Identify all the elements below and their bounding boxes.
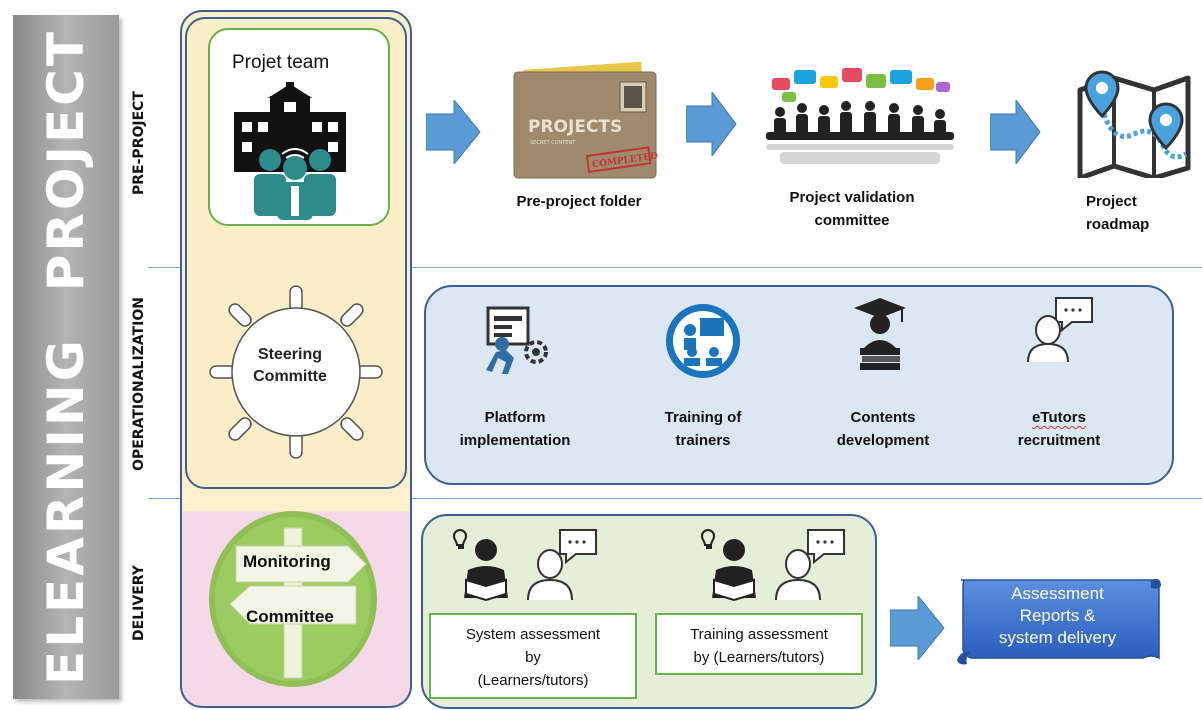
etutor-chat-icon <box>1027 297 1093 363</box>
operationalization-panel <box>424 285 1174 485</box>
arrow-right-icon <box>990 100 1041 164</box>
phase-divider-1 <box>148 267 1202 268</box>
ops-item-contents: Contents development <box>836 409 930 449</box>
svg-text:SECRET CONTENT: SECRET CONTENT <box>530 140 576 146</box>
banner-title: ELEARNING PROJECT <box>37 29 95 685</box>
training-assessment-box: Training assessment by (Learners/tutors) <box>655 613 863 675</box>
ops-item-etutors: eTutors recruitment <box>1017 409 1101 449</box>
delivery-panel <box>421 514 877 709</box>
roadmap-caption: Project roadmap <box>1086 193 1150 233</box>
meeting-committee-icon <box>766 68 954 164</box>
report-delivery-label: Assessment Reports & system delivery <box>998 584 1117 647</box>
phase-label-delivery: DELIVERY <box>131 564 147 641</box>
phase-divider-2 <box>148 498 1202 499</box>
phase-label-operationalization: OPERATIONALIZATION <box>131 297 147 471</box>
graduate-books-icon <box>854 298 906 370</box>
phase-label-pre-project: PRE-PROJECT <box>131 90 147 195</box>
committee-label: Committee <box>246 607 334 626</box>
learner-tutor-icon <box>700 528 845 602</box>
steering-table-icon <box>209 285 383 459</box>
validation-committee-caption: Project validation committee <box>789 189 915 229</box>
monitoring-signpost-icon <box>209 511 377 687</box>
steering-committee-label: Steering Committe <box>253 346 327 385</box>
training-trainers-icon <box>666 304 740 378</box>
system-assessment-box: System assessment by (Learners/tutors) <box>429 613 637 699</box>
banner-word-elearning: ELEARNING <box>37 337 95 685</box>
report-delivery-banner <box>957 578 1161 665</box>
arrow-right-icon <box>426 100 481 164</box>
arrow-right-icon <box>890 596 945 660</box>
team-building-icon <box>234 82 346 220</box>
platform-implementation-icon <box>486 306 548 374</box>
monitoring-label: Monitoring <box>243 552 331 571</box>
ops-item-training: Training of trainers <box>664 409 742 449</box>
svg-text:PROJECTS: PROJECTS <box>528 117 622 137</box>
ops-item-platform: Platform implementation <box>459 409 571 449</box>
banner-word-project: PROJECT <box>37 29 95 292</box>
pre-project-folder-caption: Pre-project folder <box>516 193 642 210</box>
title-banner: ELEARNING PROJECT <box>13 15 119 699</box>
roadmap-map-icon <box>1077 70 1191 178</box>
learner-tutor-icon <box>452 528 597 602</box>
arrow-right-icon <box>686 92 737 156</box>
project-folder-icon: PROJECTS SECRET CONTENT COMPLETED <box>513 62 659 179</box>
project-team-title: Projet team <box>232 52 330 73</box>
